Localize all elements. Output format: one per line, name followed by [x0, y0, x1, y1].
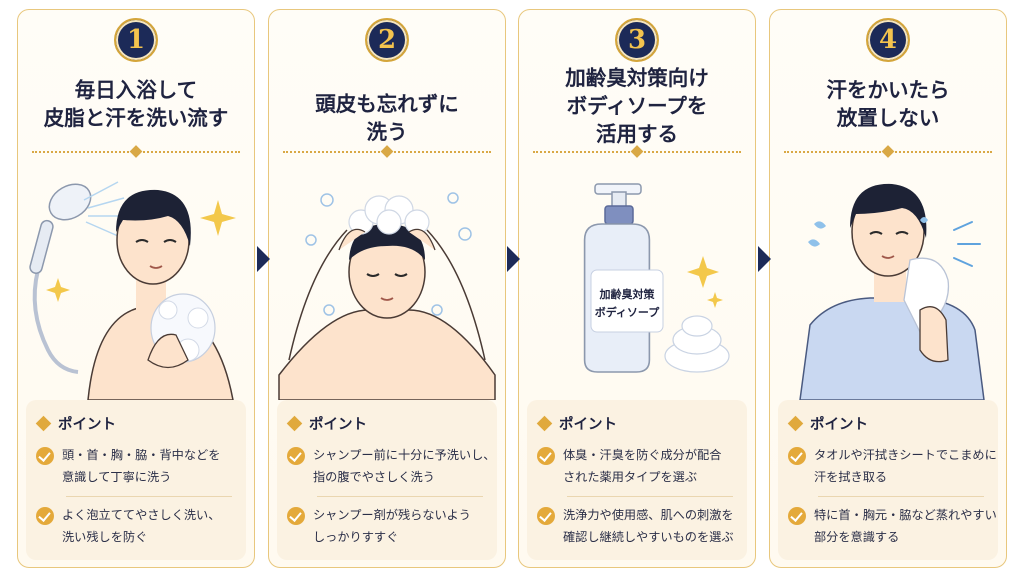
diamond-icon	[286, 415, 303, 431]
point-separator	[567, 496, 733, 497]
point-item: 頭・首・胸・脇・背中などを 意識して丁寧に洗う	[36, 444, 240, 488]
point-panel: ポイント シャンプー前に十分に予洗いし、 指の腹でやさしく洗う シャンプー剤が残…	[277, 400, 497, 560]
bottle-label: 加齢臭対策	[599, 287, 656, 301]
point-item: 体臭・汗臭を防ぐ成分が配合 された薬用タイプを選ぶ	[537, 444, 741, 488]
point-heading: ポイント	[536, 414, 617, 433]
point-panel: ポイント 頭・首・胸・脇・背中などを 意識して丁寧に洗う よく泡立ててやさしく洗…	[26, 400, 246, 560]
pump-bottle-icon	[583, 183, 664, 373]
illustration-towel-man	[770, 160, 1006, 400]
diamond-icon	[630, 145, 644, 158]
point-heading: ポイント	[35, 414, 116, 433]
point-item: シャンプー剤が残らないよう しっかりすすぐ	[287, 504, 491, 548]
check-circle-icon	[537, 447, 555, 465]
point-panel: ポイント 体臭・汗臭を防ぐ成分が配合 された薬用タイプを選ぶ 洗浄力や使用感、肌…	[527, 400, 747, 560]
step-title: 加齢臭対策向け ボディソープを 活用する	[565, 66, 709, 146]
check-circle-icon	[36, 507, 54, 525]
step-card-3: 3 加齢臭対策向け ボディソープを 活用する 加齢臭対策 ボディソープ	[518, 9, 756, 568]
step-number-badge: 1	[114, 18, 158, 62]
diamond-icon	[536, 415, 553, 431]
chevron-right-icon	[257, 246, 270, 272]
step-card-2: 2 頭皮も忘れずに 洗う	[268, 9, 506, 568]
illustration-shampoo-man	[269, 160, 505, 400]
step-card-1: 1 毎日入浴して 皮脂と汗を洗い流す	[17, 9, 255, 568]
point-item: シャンプー前に十分に予洗いし、 指の腹でやさしく洗う	[287, 444, 495, 488]
point-separator	[66, 496, 232, 497]
chevron-right-icon	[507, 246, 520, 272]
step-number-badge: 2	[365, 18, 409, 62]
step-number-badge: 3	[615, 18, 659, 62]
point-item: よく泡立ててやさしく洗い、 洗い残しを防ぐ	[36, 504, 240, 548]
bottle-label: ボディソープ	[595, 305, 661, 319]
point-heading: ポイント	[286, 414, 367, 433]
diamond-icon	[787, 415, 804, 431]
check-circle-icon	[287, 447, 305, 465]
step-title: 汗をかいたら 放置しない	[826, 78, 950, 130]
diamond-icon	[881, 145, 895, 158]
step-card-4: 4 汗をかいたら 放置しない	[769, 9, 1007, 568]
point-heading: ポイント	[787, 414, 868, 433]
foam-icon	[664, 315, 730, 373]
illustration-shower-man	[18, 160, 254, 400]
step-title: 頭皮も忘れずに 洗う	[315, 92, 459, 144]
dotted-divider	[32, 145, 240, 158]
check-circle-icon	[537, 507, 555, 525]
dotted-divider	[784, 145, 992, 158]
check-circle-icon	[788, 447, 806, 465]
check-circle-icon	[788, 507, 806, 525]
chevron-right-icon	[758, 246, 771, 272]
point-panel: ポイント タオルや汗拭きシートでこまめに 汗を拭き取る 特に首・胸元・脇など蒸れ…	[778, 400, 998, 560]
check-circle-icon	[287, 507, 305, 525]
step-number-badge: 4	[866, 18, 910, 62]
step-title: 毎日入浴して 皮脂と汗を洗い流す	[43, 78, 229, 130]
point-separator	[317, 496, 483, 497]
diamond-icon	[380, 145, 394, 158]
illustration-body-soap: 加齢臭対策 ボディソープ	[519, 160, 755, 400]
point-item: 洗浄力や使用感、肌への刺激を 確認し継続しやすいものを選ぶ	[537, 504, 741, 548]
point-item: 特に首・胸元・脇など蒸れやすい 部分を意識する	[788, 504, 997, 548]
diamond-icon	[35, 415, 52, 431]
dotted-divider	[283, 145, 491, 158]
point-item: タオルや汗拭きシートでこまめに 汗を拭き取る	[788, 444, 997, 488]
point-separator	[818, 496, 984, 497]
dotted-divider	[533, 145, 741, 158]
diamond-icon	[129, 145, 143, 158]
check-circle-icon	[36, 447, 54, 465]
shower-head-icon	[29, 181, 126, 374]
